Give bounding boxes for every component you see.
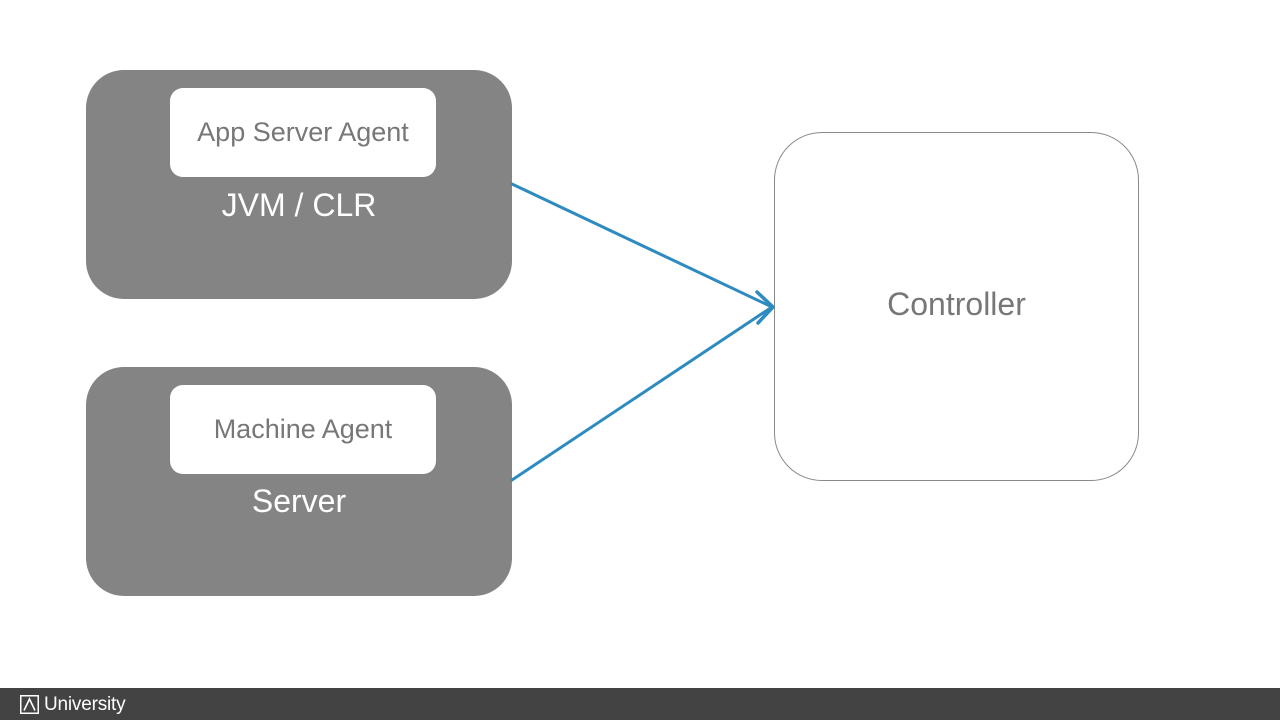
app-server-agent-box: App Server Agent [170,88,436,177]
server-label: Server [251,483,347,519]
footer-bar: University [0,688,1280,720]
machine-agent-box: Machine Agent [170,385,436,474]
arrow-app-agent-to-controller [510,182,774,309]
arrowhead-icon [755,290,775,325]
machine-agent-label: Machine Agent [213,414,393,444]
controller-label: Controller [887,286,1026,322]
controller-box: Controller [774,132,1139,481]
arrow-machine-agent-to-controller [510,305,774,482]
footer-university-text: University [44,694,126,715]
app-server-agent-label: App Server Agent [197,117,409,147]
jvm-clr-label: JVM / CLR [221,187,377,223]
university-logo-icon [20,695,39,714]
